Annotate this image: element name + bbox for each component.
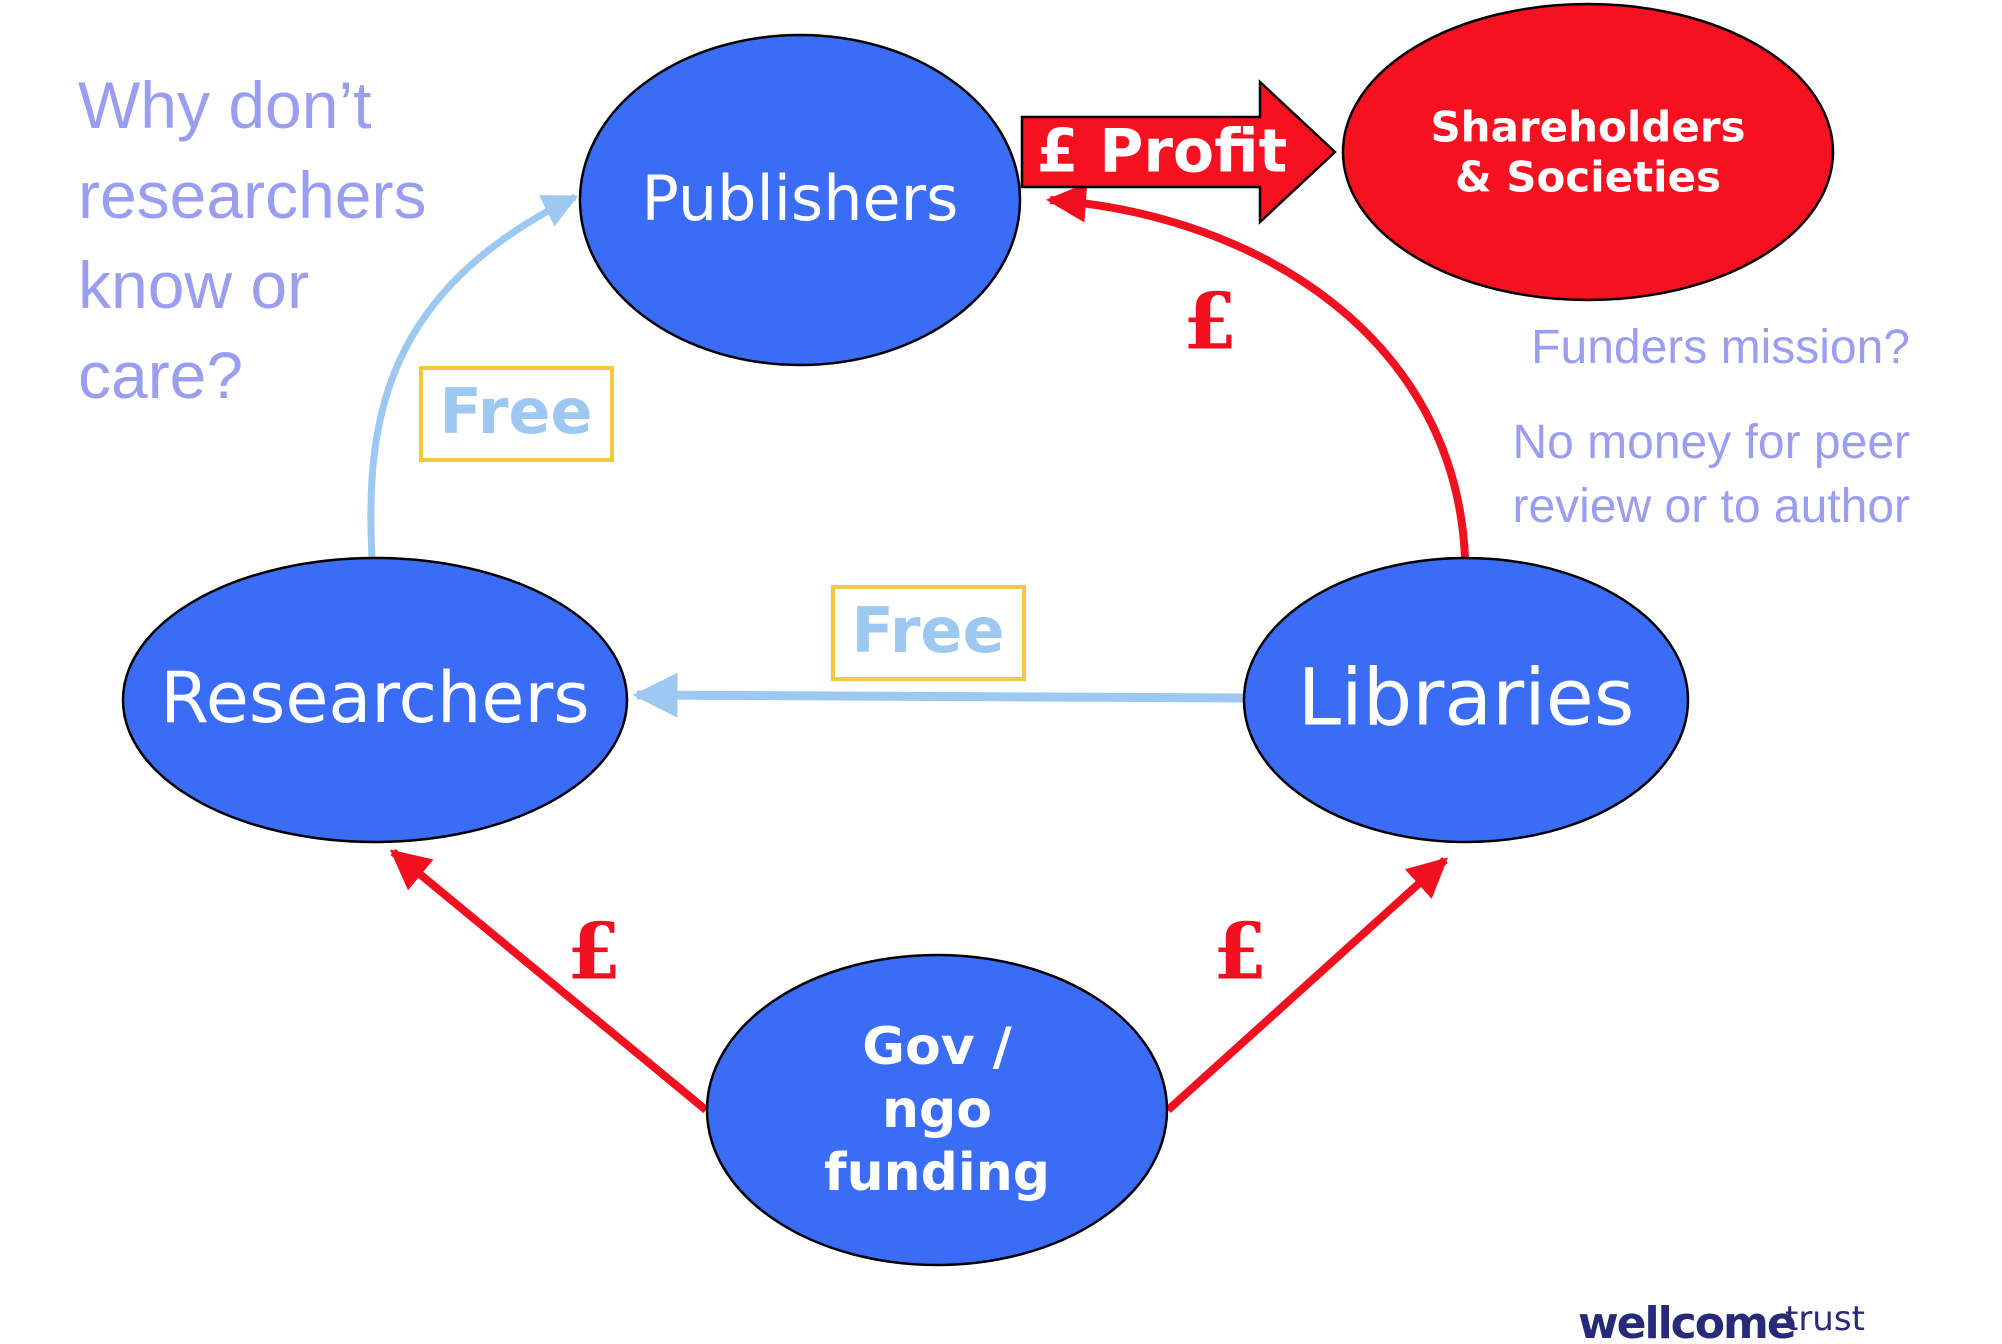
free-badge-access: Free bbox=[831, 585, 1026, 681]
pound-sign: £ bbox=[1183, 277, 1237, 368]
profit-arrow: £ Profit bbox=[1020, 79, 1337, 225]
logo-suffix: trust bbox=[1785, 1299, 1865, 1339]
flow-arrow-researchers-to-publishers bbox=[367, 193, 579, 558]
wellcome-trust-logo: wellcome trust bbox=[1578, 1298, 1865, 1344]
node-label-funding: ngo bbox=[882, 1080, 992, 1140]
question-text: Why don’t researchers know or care? bbox=[78, 68, 426, 412]
node-label-funding: funding bbox=[824, 1143, 1050, 1203]
note-no-money: No money for peer bbox=[1512, 416, 1910, 469]
node-label-shareholders: Shareholders bbox=[1430, 103, 1745, 152]
node-label-shareholders: & Societies bbox=[1455, 153, 1721, 202]
node-label-researchers: Researchers bbox=[160, 657, 589, 739]
free-label: Free bbox=[851, 594, 1004, 667]
question-line: Why don’t bbox=[78, 68, 371, 142]
question-line: know or bbox=[78, 248, 309, 322]
node-shareholders: Shareholders & Societies bbox=[1341, 2, 1835, 302]
node-publishers: Publishers bbox=[578, 33, 1022, 367]
node-researchers: Researchers bbox=[121, 556, 629, 844]
node-funding: Gov / ngo funding bbox=[705, 953, 1169, 1267]
pound-sign: £ bbox=[567, 907, 621, 998]
question-line: care? bbox=[78, 338, 243, 412]
free-badge-publishing: Free bbox=[419, 366, 614, 462]
pound-sign: £ bbox=[1213, 907, 1267, 998]
flow-arrow-libraries-to-researchers bbox=[632, 672, 1244, 718]
logo-wordmark: wellcome bbox=[1578, 1298, 1795, 1344]
note-no-money: review or to author bbox=[1512, 480, 1910, 533]
note-funders-mission: Funders mission? bbox=[1531, 321, 1910, 374]
free-label: Free bbox=[439, 375, 592, 448]
node-label-libraries: Libraries bbox=[1298, 653, 1635, 743]
question-line: researchers bbox=[78, 158, 426, 232]
node-label-publishers: Publishers bbox=[642, 162, 959, 235]
flow-arrow-funding-to-libraries bbox=[1165, 857, 1448, 1113]
flow-arrow-funding-to-researchers bbox=[389, 848, 709, 1114]
node-label-funding: Gov / bbox=[862, 1017, 1011, 1077]
flow-arrow-libraries-to-publishers bbox=[1046, 182, 1469, 558]
node-libraries: Libraries bbox=[1242, 556, 1690, 844]
profit-label: £ Profit bbox=[1037, 117, 1288, 187]
